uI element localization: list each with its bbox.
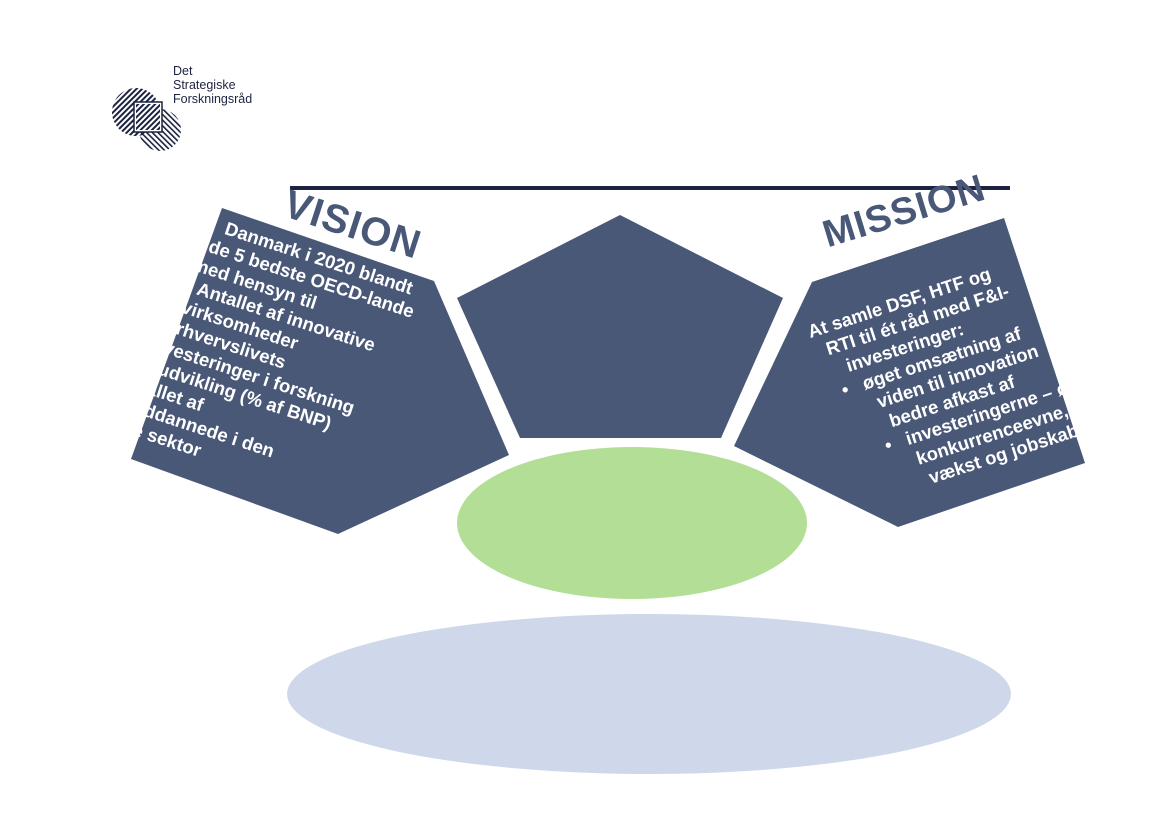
center-pentagon (457, 215, 783, 438)
logo-line-2: Strategiske (173, 78, 236, 92)
blue-ellipse (287, 614, 1011, 774)
logo-mark (112, 88, 181, 151)
vision-pentagon (131, 208, 509, 534)
logo-text: Det Strategiske Forskningsråd (173, 64, 252, 106)
logo-line-1: Det (173, 64, 193, 78)
green-ellipse (457, 447, 807, 599)
logo-line-3: Forskningsråd (173, 92, 253, 106)
mission-pentagon (734, 218, 1085, 527)
